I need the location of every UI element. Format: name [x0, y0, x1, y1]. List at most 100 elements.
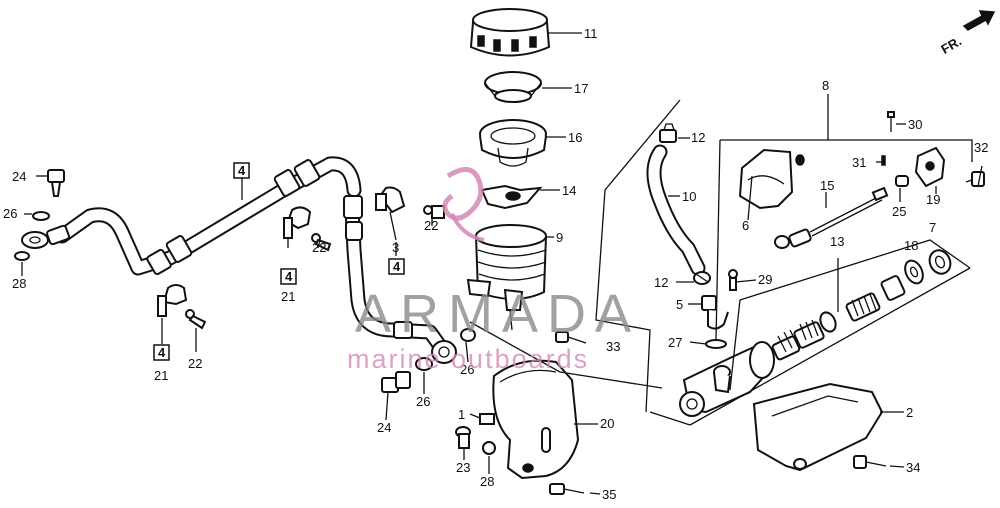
reservoir-diaphragm-part: [479, 119, 547, 167]
push-rod-15: [774, 186, 889, 249]
callout-16: 16: [568, 130, 582, 145]
callout-25: 25: [892, 204, 906, 219]
callout-32: 32: [974, 140, 988, 155]
callout-13: 13: [830, 234, 844, 249]
hose-clip-12-lower: [693, 271, 711, 285]
callout-11: 11: [584, 26, 598, 41]
callout-6: 6: [742, 218, 749, 233]
front-direction-indicator: FR.: [938, 10, 996, 57]
brand-watermark: ARMADA marine outboards: [347, 167, 640, 374]
callout-31: 31: [852, 155, 866, 170]
bolt-29: [728, 269, 738, 291]
seal-18: [904, 259, 924, 285]
bolt-23: [455, 426, 471, 449]
banjo-fitting-center: [431, 340, 457, 364]
reservoir-body-part: [466, 224, 548, 331]
boot-7: [928, 249, 952, 275]
washer-26-lower: [415, 357, 433, 371]
diaphragm-plate-part: [484, 71, 542, 103]
pipe-clip-3: [375, 186, 406, 214]
hose-clip-12-upper: [659, 123, 677, 143]
washer-26-left: [32, 211, 50, 221]
piston-kit-13: [771, 275, 906, 361]
callout-12-upper: 12: [691, 130, 705, 145]
callout-33: 33: [606, 339, 620, 354]
callout-26-center: 26: [460, 362, 474, 377]
callout-7: 7: [929, 220, 936, 235]
bolt-35: [549, 483, 585, 495]
leader-lines-stack: [540, 32, 582, 238]
callout-26-left: 26: [3, 206, 17, 221]
fitting-5: [701, 295, 729, 330]
callout-15: 15: [820, 178, 834, 193]
callout-22-middle: 22: [312, 240, 326, 255]
callout-24-left: 24: [12, 169, 26, 184]
callout-35: 35: [602, 487, 616, 502]
switch-32: [965, 171, 985, 187]
front-label: FR.: [938, 33, 964, 56]
bolt-22-lower: [185, 309, 207, 330]
pin-31: [881, 155, 886, 166]
bolt-22-middle: [311, 233, 332, 252]
callout-22-upper: 22: [424, 218, 438, 233]
callout-14: 14: [562, 183, 576, 198]
callout-10: 10: [682, 189, 696, 204]
callout-2: 2: [906, 405, 913, 420]
callout-numbers: 11 17 16 14 9 12 10 8 30 31 32 15 25 19 …: [3, 26, 988, 502]
watermark-brand: ARMADA: [355, 284, 640, 344]
nut-1: [479, 413, 495, 425]
watermark-tagline: marine outboards: [347, 344, 589, 374]
callout-28-left: 28: [12, 276, 26, 291]
clutch-hose-left: [54, 156, 362, 276]
callout-3: 3: [392, 240, 399, 255]
callout-24-center: 24: [377, 420, 391, 435]
boxed-callouts: [153, 162, 405, 361]
callout-4-pipe: 4: [393, 259, 401, 274]
bolt-22-upper: [423, 205, 445, 219]
reservoir-cap-part: [469, 8, 551, 57]
callout-20: 20: [600, 416, 614, 431]
callout-30: 30: [908, 117, 922, 132]
front-arrow-icon: [962, 10, 996, 31]
callout-23: 23: [456, 460, 470, 475]
callout-12-lower: 12: [654, 275, 668, 290]
bracket-19: [914, 146, 946, 188]
kit-grouping-frames: [469, 94, 973, 426]
callout-28-lower: 28: [480, 474, 494, 489]
callout-4-lower: 4: [158, 345, 166, 360]
banjo-fitting-left: [21, 224, 70, 249]
bolt-34: [853, 455, 887, 469]
washer-28-left: [14, 251, 30, 261]
hose-clamp-middle: [283, 206, 312, 239]
callout-19: 19: [926, 192, 940, 207]
bolt-24-left: [47, 169, 65, 197]
callout-1: 1: [458, 407, 465, 422]
callout-21-middle: 21: [281, 289, 295, 304]
reservoir-hose-10: [646, 144, 706, 276]
callout-5: 5: [676, 297, 683, 312]
callout-29: 29: [758, 272, 772, 287]
washer-26-center: [460, 328, 476, 342]
callout-27: 27: [668, 335, 682, 350]
cover-2: [752, 382, 884, 472]
brand-logo-icon: [442, 167, 485, 242]
washer-28-lower: [482, 441, 496, 455]
heat-shield-part: [492, 359, 580, 480]
callout-leaders: [21, 123, 983, 495]
hose-clamp-left: [157, 284, 188, 317]
callout-4-middle: 4: [285, 269, 293, 284]
callout-8: 8: [822, 78, 829, 93]
callout-22-lower: 22: [188, 356, 202, 371]
master-cylinder-body: [679, 341, 775, 417]
callout-17: 17: [574, 81, 588, 96]
o-ring-27: [705, 339, 727, 349]
callout-9: 9: [556, 230, 563, 245]
callout-4-hose: 4: [238, 163, 246, 178]
clevis-6: [738, 148, 805, 210]
callout-21-lower: 21: [154, 368, 168, 383]
bolt-24-center: [381, 371, 411, 393]
callout-26-lower: 26: [416, 394, 430, 409]
bolt-33: [555, 331, 587, 344]
